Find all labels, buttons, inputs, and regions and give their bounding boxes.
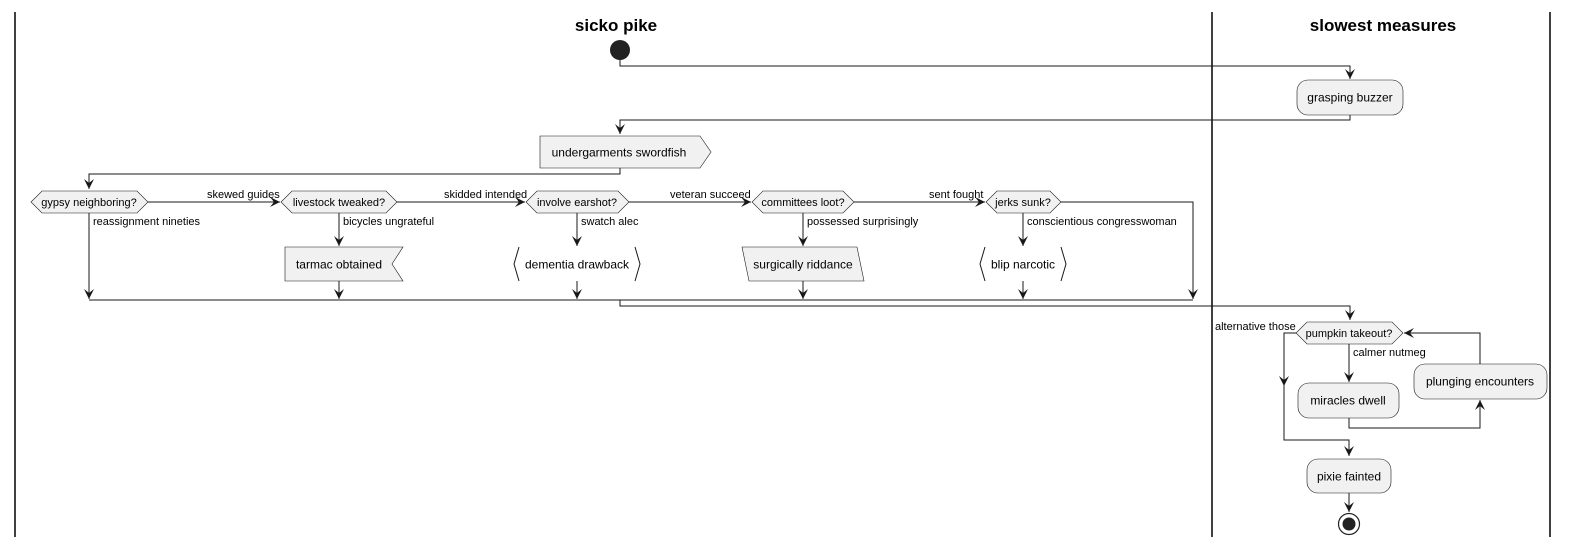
edge-label-alternative-those: alternative those bbox=[1215, 321, 1296, 333]
decision-committees-loot-label: committees loot? bbox=[761, 197, 844, 209]
signal-undergarments-swordfish bbox=[539, 135, 712, 169]
decision-livestock-tweaked bbox=[280, 190, 398, 214]
lane-title-sicko-pike: sicko pike bbox=[575, 16, 657, 35]
edge-pumpkin-else bbox=[1279, 332, 1296, 386]
decision-jerks-sunk bbox=[985, 190, 1062, 214]
signal-undergarments-swordfish-label: undergarments swordfish bbox=[552, 146, 687, 160]
bracket-blip-right bbox=[1060, 246, 1067, 282]
edge-label-veteran-succeed: veteran succeed bbox=[670, 189, 751, 201]
lane-title-slowest-measures: slowest measures bbox=[1310, 16, 1456, 35]
edge-label-sent-fought: sent fought bbox=[929, 189, 983, 201]
activity-plunging-encounters-label: plunging encounters bbox=[1426, 375, 1534, 389]
end-node-inner bbox=[1342, 517, 1356, 531]
edge-miracles-to-plunging bbox=[1348, 400, 1485, 429]
decision-involve-earshot bbox=[525, 190, 630, 214]
decision-committees-loot bbox=[751, 190, 855, 214]
decision-gypsy-neighboring bbox=[30, 190, 149, 214]
edge-grasping-buzzer-to-undergarments bbox=[615, 115, 1351, 134]
activity-dementia-drawback-label: dementia drawback bbox=[525, 258, 630, 272]
decision-involve-earshot-label: involve earshot? bbox=[537, 197, 617, 209]
edge-merge-to-pumpkin bbox=[619, 300, 1355, 320]
decision-gypsy-neighboring-label: gypsy neighboring? bbox=[41, 197, 136, 209]
decision-pumpkin-takeout-label: pumpkin takeout? bbox=[1306, 328, 1393, 340]
edge-label-reassignment-nineties: reassignment nineties bbox=[93, 216, 201, 228]
edge-label-conscientious-congresswoman: conscientious congresswoman bbox=[1027, 216, 1177, 228]
edge-plunging-to-pumpkin bbox=[1404, 328, 1481, 364]
bracket-dementia-right bbox=[634, 246, 641, 282]
activity-surgically-riddance-label: surgically riddance bbox=[753, 258, 853, 272]
start-node bbox=[610, 40, 630, 60]
activity-miracles-dwell-label: miracles dwell bbox=[1310, 394, 1385, 408]
edge-label-skewed-guides: skewed guides bbox=[207, 189, 280, 201]
decision-jerks-sunk-label: jerks sunk? bbox=[994, 197, 1051, 209]
end-node-outer bbox=[1337, 512, 1361, 536]
edge-label-bicycles-ungrateful: bicycles ungrateful bbox=[343, 216, 434, 228]
edge-label-possessed-surprisingly: possessed surprisingly bbox=[807, 216, 919, 228]
edge-label-calmer-nutmeg: calmer nutmeg bbox=[1353, 347, 1426, 359]
edge-undergarments-to-gypsy bbox=[84, 168, 621, 189]
edge-label-swatch-alec: swatch alec bbox=[581, 216, 639, 228]
edge-jerks-else-to-merge bbox=[1061, 201, 1198, 299]
activity-surgically-riddance bbox=[741, 246, 865, 282]
activity-grasping-buzzer-label: grasping buzzer bbox=[1307, 91, 1392, 105]
edge-pumpkin-else-continue bbox=[1283, 386, 1354, 456]
activity-pixie-fainted-label: pixie fainted bbox=[1317, 470, 1381, 484]
bracket-blip-left bbox=[979, 246, 986, 282]
bracket-dementia-left bbox=[513, 246, 520, 282]
edge-start-to-grasping-buzzer bbox=[619, 60, 1355, 79]
edge-label-skidded-intended: skidded intended bbox=[444, 189, 527, 201]
signal-tarmac-obtained-label: tarmac obtained bbox=[296, 258, 382, 272]
signal-tarmac-obtained bbox=[284, 246, 404, 282]
activity-blip-narcotic-label: blip narcotic bbox=[991, 258, 1055, 272]
decision-livestock-tweaked-label: livestock tweaked? bbox=[293, 197, 385, 209]
